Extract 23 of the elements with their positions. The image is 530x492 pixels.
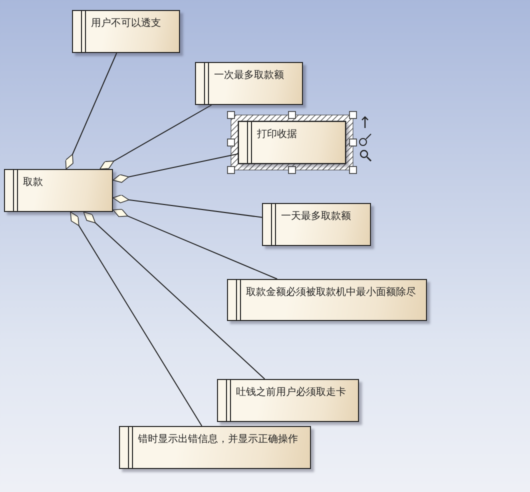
requirement-box: [238, 121, 346, 164]
aggregation-line: [112, 208, 278, 280]
requirement-box: [227, 279, 427, 321]
aggregation-line: [112, 153, 238, 183]
requirement-text: 错时显示出错信息，并显示正确操作: [138, 433, 299, 446]
aggregation-line: [112, 194, 262, 218]
requirement-text: 用户不可以透支: [91, 17, 162, 30]
requirement-box: [119, 426, 311, 469]
aggregation-line: [83, 212, 266, 380]
requirement-text: 打印收据: [257, 128, 298, 141]
requirement-box: [217, 379, 359, 422]
requirement-text: 取款: [23, 176, 44, 189]
aggregation-line: [70, 212, 202, 426]
requirement-text: 取款金额必须被取款机中最小面额除尽: [246, 286, 417, 299]
requirement-text: 一次最多取款额: [214, 69, 285, 82]
requirement-box: [262, 203, 371, 246]
requirement-box: [195, 62, 303, 105]
requirement-box: [72, 10, 180, 53]
aggregation-line: [99, 104, 212, 170]
requirement-text: 一天最多取款额: [281, 210, 352, 223]
requirement-text: 吐钱之前用户必须取走卡: [236, 386, 347, 399]
requirement-box: [4, 169, 113, 212]
aggregation-line: [65, 52, 118, 170]
